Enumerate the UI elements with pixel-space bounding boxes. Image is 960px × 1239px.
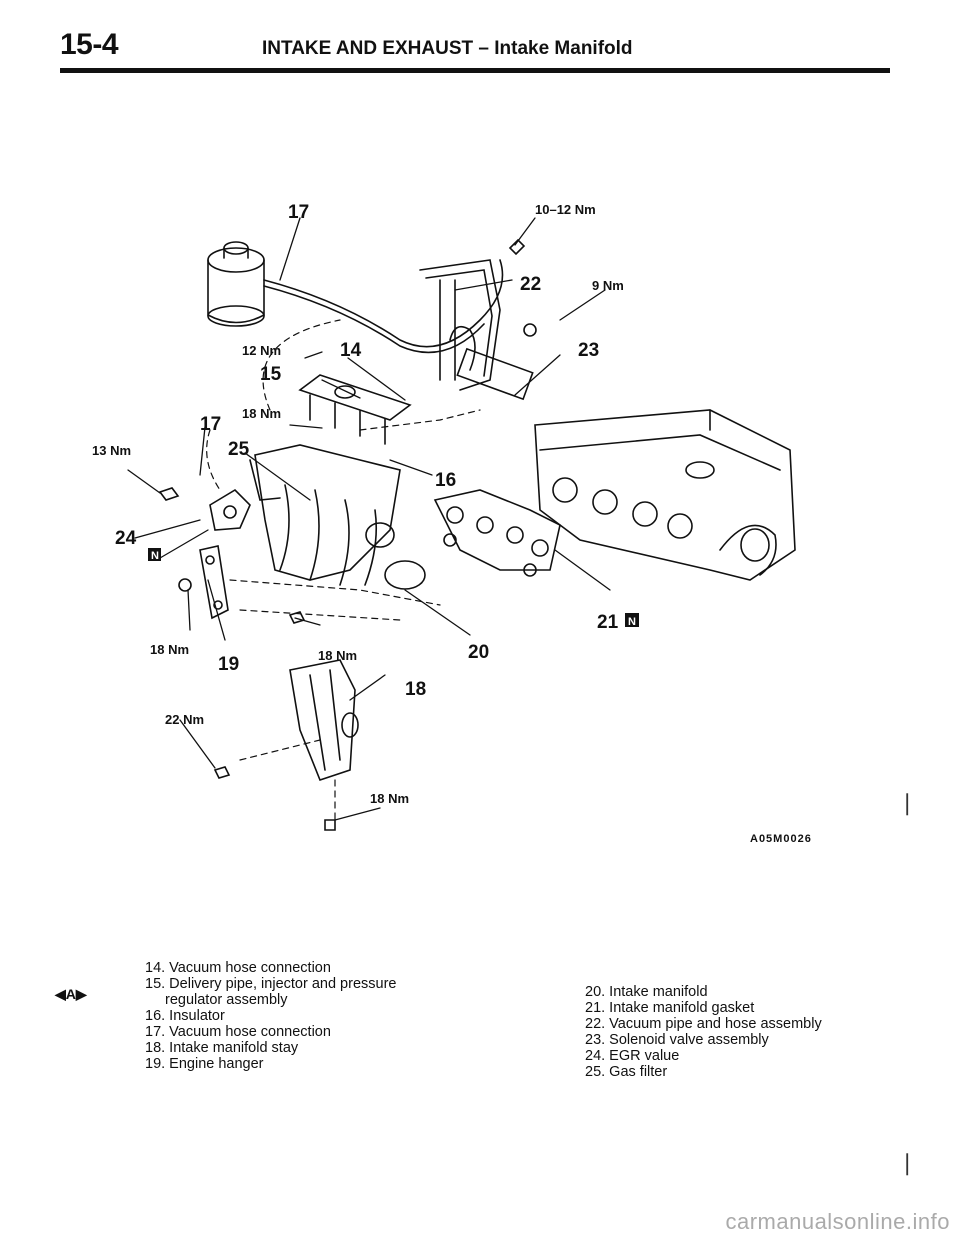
new-part-mark-21: N [625, 613, 639, 628]
legend-item-19: 19. Engine hanger [145, 1056, 264, 1072]
intake-manifold-exploded-diagram: 17 22 23 14 15 17 25 16 24 21 20 19 18 N… [92, 202, 812, 845]
page-number: 15-4 [60, 28, 119, 61]
legend-item-17: 17. Vacuum hose connection [145, 1024, 331, 1040]
cylinder-head-part [534, 409, 796, 581]
callout-20: 20 [468, 642, 489, 663]
torque-18-nm-injector: 18 Nm [242, 406, 281, 421]
new-part-mark-24: N [148, 548, 161, 562]
intake-manifold-part [249, 444, 426, 590]
legend-item-18: 18. Intake manifold stay [145, 1040, 299, 1056]
legend-item-25: 25. Gas filter [585, 1064, 668, 1080]
parts-legend-left: 14. Vacuum hose connection 15. Delivery … [145, 960, 465, 1072]
torque-18-nm-manifold: 18 Nm [318, 648, 357, 663]
right-arrow-icon: ▶ [75, 986, 87, 1002]
watermark: carmanualsonline.info [725, 1209, 950, 1234]
torque-9-nm: 9 Nm [592, 278, 624, 293]
torque-22-nm: 22 Nm [165, 712, 204, 727]
legend-item-23: 23. Solenoid valve assembly [585, 1032, 769, 1048]
gasket-part [433, 489, 561, 577]
callout-16: 16 [435, 470, 456, 491]
torque-12-nm: 12 Nm [242, 343, 281, 358]
callout-22: 22 [520, 274, 541, 295]
callout-21: 21 [597, 612, 619, 633]
callout-18: 18 [405, 679, 426, 700]
left-arrow-icon: ◀ [55, 986, 66, 1002]
page-title: INTAKE AND EXHAUST – Intake Manifold [262, 38, 633, 59]
legend-item-22: 22. Vacuum pipe and hose assembly [585, 1016, 822, 1032]
callout-24: 24 [115, 528, 137, 549]
engine-hanger-part [199, 545, 229, 620]
callout-17-left: 17 [200, 414, 221, 435]
legend-item-14: 14. Vacuum hose connection [145, 960, 331, 976]
vacuum-pipe-part [419, 259, 501, 391]
delivery-pipe-part [298, 374, 412, 445]
callout-14: 14 [340, 340, 362, 361]
header-rule [60, 68, 890, 73]
legend-item-24: 24. EGR value [585, 1048, 680, 1064]
torque-13-nm: 13 Nm [92, 443, 131, 458]
legend-item-21: 21. Intake manifold gasket [585, 1000, 755, 1016]
solenoid-valve-part [456, 323, 537, 401]
callout-19: 19 [218, 654, 239, 675]
reference-mark: ◀A▶ [55, 986, 87, 1003]
callout-25: 25 [228, 439, 250, 460]
scan-mark: ❘ [898, 1150, 917, 1175]
legend-item-20: 20. Intake manifold [585, 984, 708, 1000]
manifold-stay-part [289, 659, 359, 781]
svg-text:N: N [151, 550, 159, 562]
callout-23: 23 [578, 340, 599, 361]
legend-item-16: 16. Insulator [145, 1008, 225, 1024]
legend-item-15-cont: regulator assembly [165, 992, 288, 1008]
scan-mark: ❘ [898, 790, 917, 815]
callout-17-top: 17 [288, 202, 309, 223]
page-header: 15-4 INTAKE AND EXHAUST – Intake Manifol… [60, 28, 890, 76]
torque-10-12-nm: 10–12 Nm [535, 202, 596, 217]
figure-code: A05M0026 [750, 833, 812, 845]
egr-valve-part [158, 487, 251, 531]
callout-15: 15 [260, 364, 282, 385]
parts-legend-right: 20. Intake manifold 21. Intake manifold … [585, 984, 905, 1080]
canister-part [207, 241, 265, 327]
torque-18-nm-stay: 18 Nm [370, 791, 409, 806]
legend-item-15: 15. Delivery pipe, injector and pressure [145, 976, 397, 992]
reference-letter: A [65, 986, 76, 1002]
svg-text:N: N [628, 616, 636, 628]
torque-18-nm-hanger: 18 Nm [150, 642, 189, 657]
